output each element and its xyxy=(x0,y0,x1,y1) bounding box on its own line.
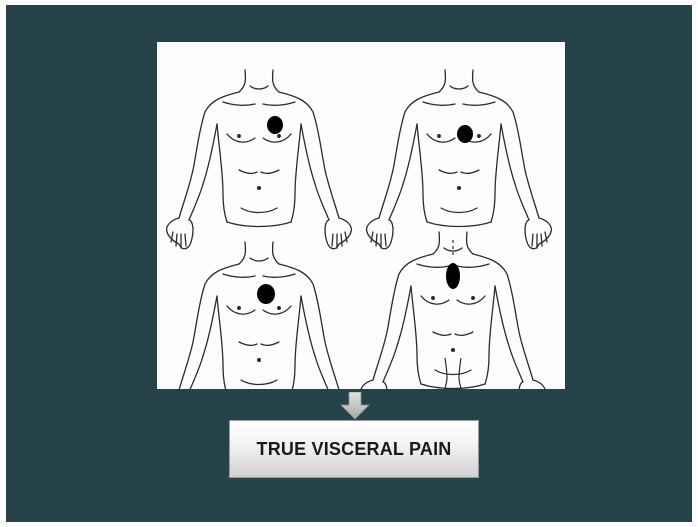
torso-figure-top-left xyxy=(167,70,352,249)
torso-figure-bottom-left xyxy=(167,242,352,389)
torso-figure-top-right xyxy=(367,70,552,249)
diagnosis-label-box: TRUE VISCERAL PAIN xyxy=(229,420,479,478)
torso-diagram xyxy=(157,42,565,389)
pain-spot-top-left xyxy=(267,116,283,134)
down-arrow-icon xyxy=(340,392,370,420)
pain-spot-bottom-right xyxy=(446,263,460,289)
pain-spot-bottom-left xyxy=(257,284,275,304)
torso-figure-bottom-right xyxy=(361,232,546,389)
torso-diagram-panel xyxy=(157,42,565,389)
pain-spot-top-right xyxy=(457,125,473,143)
diagnosis-label: TRUE VISCERAL PAIN xyxy=(257,439,452,460)
